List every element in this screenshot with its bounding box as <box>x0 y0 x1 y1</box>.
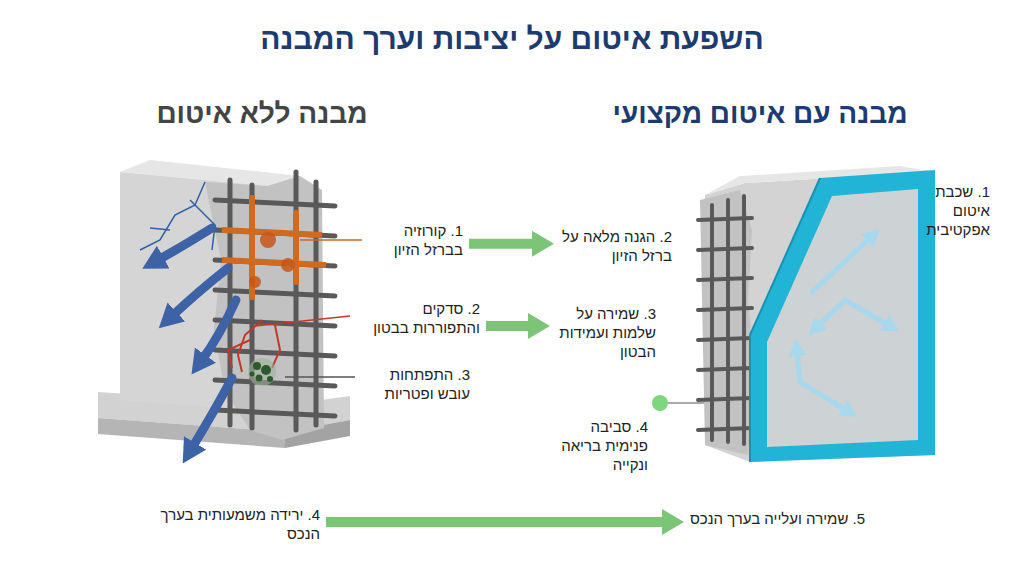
sealed-wall <box>700 166 935 462</box>
callout-label: 1. שכבת איטום אפקטיבית <box>905 183 990 239</box>
water-arrows <box>172 268 228 316</box>
rust <box>293 210 299 285</box>
mold <box>267 376 273 382</box>
membrane <box>750 170 935 462</box>
health-dot <box>652 395 668 411</box>
rebar <box>294 172 299 430</box>
callout-text: 2. סדקים והתפוררות בבטון <box>355 300 480 338</box>
callout-text: 1. שכבת איטום אפקטיבית <box>905 183 990 239</box>
rebar <box>742 196 746 444</box>
callout-text: 4. סביבה פנימית בריאה ונקייה <box>548 418 648 474</box>
transition-arrow <box>326 509 684 535</box>
rebar <box>710 205 714 440</box>
transition-arrow <box>486 313 550 339</box>
callout-text: 1. קורוזיה בברזל הזיון <box>368 222 463 260</box>
mold <box>261 365 271 375</box>
rust <box>249 276 261 288</box>
membrane <box>749 335 751 462</box>
leader-lines <box>300 239 362 241</box>
deflected-water <box>797 238 888 410</box>
transition-arrow <box>469 231 554 257</box>
callout-label: 4. סביבה פנימית בריאה ונקייה <box>548 418 648 474</box>
rebar <box>215 350 335 356</box>
mold <box>248 358 276 386</box>
deflected-water <box>800 382 846 410</box>
water-arrows <box>192 378 232 448</box>
rust <box>222 260 326 265</box>
callout-label: 2. הגנה מלאה על ברזל הזיון <box>560 228 672 266</box>
cracks <box>228 340 250 368</box>
cracks <box>238 320 262 372</box>
leader-lines <box>255 316 350 326</box>
rebar <box>698 196 752 444</box>
rebar <box>215 230 335 236</box>
rebar <box>698 278 752 280</box>
callout-label: 2. סדקים והתפוררות בבטון <box>355 300 480 338</box>
rebar <box>215 290 335 296</box>
membrane <box>767 189 918 447</box>
cracks <box>150 228 170 230</box>
section-heading: מבנה ללא איטום <box>112 98 412 130</box>
rust <box>260 232 276 248</box>
deflected-water <box>797 352 800 382</box>
mold <box>256 375 263 382</box>
rebar <box>314 182 319 425</box>
rust <box>281 258 295 272</box>
sealed-wall <box>700 190 755 455</box>
rebar <box>698 398 752 400</box>
rebar <box>215 410 335 416</box>
rebar <box>698 218 752 220</box>
rebar <box>250 185 255 428</box>
membrane <box>750 170 935 462</box>
callout-text: 2. הגנה מלאה על ברזל הזיון <box>560 228 672 266</box>
deflected-water <box>812 238 870 292</box>
water-arrows <box>158 228 212 260</box>
leader-lines <box>285 376 355 378</box>
deflected-water <box>818 300 845 326</box>
rebar <box>698 428 752 430</box>
rebar <box>698 248 752 250</box>
rebar <box>698 308 752 310</box>
callout-text: 4. ירידה משמעותית בערך הנכס <box>140 506 320 544</box>
mold <box>253 362 261 370</box>
cracks <box>140 182 280 372</box>
callout-text: 3. התפתחות עובש ופטריות <box>360 366 470 404</box>
callout-label: 4. ירידה משמעותית בערך הנכס <box>140 506 320 544</box>
leader-lines <box>668 403 707 404</box>
callout-text: 5. שמירה ועלייה בערך הנכס <box>690 510 865 529</box>
rebar <box>215 260 335 266</box>
section-heading: מבנה עם איטום מקצועי <box>560 98 960 130</box>
rebar <box>726 200 730 442</box>
callout-label: 5. שמירה ועלייה בערך הנכס <box>690 510 865 529</box>
water-arrows <box>158 228 236 448</box>
cracks <box>272 325 280 368</box>
callout-text: 3. שמירה על שלמות ועמידות הבטון <box>556 305 656 361</box>
rebar <box>215 200 335 206</box>
callout-label: 3. שמירה על שלמות ועמידות הבטון <box>556 305 656 361</box>
unsealed-wall <box>98 160 350 448</box>
water-arrows <box>202 300 236 360</box>
rebar <box>698 338 752 340</box>
diagram-title: השפעת איטום על יציבות וערך המבנה <box>0 22 1024 56</box>
mold <box>248 358 276 386</box>
callout-label: 1. קורוזיה בברזל הזיון <box>368 222 463 260</box>
membrane <box>750 178 820 335</box>
callout-label: 3. התפתחות עובש ופטריות <box>360 366 470 404</box>
mold <box>250 372 255 377</box>
rebar <box>698 368 752 370</box>
deflected-water <box>845 300 888 325</box>
rust <box>222 195 326 300</box>
